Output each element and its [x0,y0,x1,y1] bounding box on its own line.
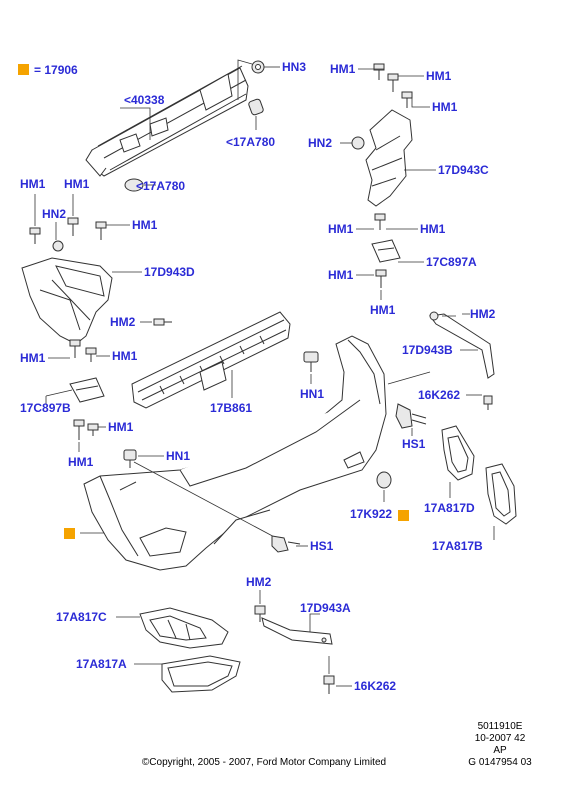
cap-17a780-b [124,178,144,192]
bracket-17d943a [261,617,333,645]
label-hn2-left: HN2 [42,207,66,221]
label-hm1-b: HM1 [426,69,452,83]
label-hm1-l6: HM1 [108,420,134,434]
bumper-cover-marker [64,528,75,539]
label-17a780-a: <17A780 [226,135,275,149]
label-hm1-f: HM1 [328,268,354,282]
screw-hm1-lower-right [375,269,387,288]
reflector-bezel-17a817d [441,425,475,481]
cap-17k922 [376,471,392,489]
grille-17a817c [139,607,229,649]
label-17k922: 17K922 [350,507,392,521]
nut-hn2-left [52,240,64,252]
label-hn2-right: HN2 [308,136,332,150]
label-17a780-b: <17A780 [136,179,185,193]
label-hm2-right: HM2 [470,307,496,321]
label-hs1-right: HS1 [402,437,426,451]
bracket-17c897a [371,239,401,263]
cap-17a780-a [248,98,264,116]
label-hm1-l5: HM1 [112,349,138,363]
label-hs1-mid: HS1 [310,539,334,553]
reinforcement-beam [85,65,249,177]
label-17d943c: 17D943C [438,163,489,177]
label-40338: <40338 [124,93,165,107]
bracket-17d943c [365,109,413,207]
label-17a817b: 17A817B [432,539,483,553]
label-hm2-mid: HM2 [110,315,136,329]
bracket-17d943b [429,311,495,379]
clip-hm2-bottom [254,605,266,622]
bracket-17d943d [21,257,113,345]
footer-code-2: 10-2007 42 [475,733,526,744]
grille-17a817a [161,655,241,693]
footer-code-3: AP [493,745,507,756]
screw-hs1-right [395,403,427,429]
label-hm1-g: HM1 [370,303,396,317]
screw-hn3 [251,60,265,74]
footer-code-1: 5011910E [478,721,523,732]
screws-hm1-bracket-left [73,419,99,440]
clip-hn1-mid [123,449,137,468]
clip-hn1-right [303,351,319,372]
label-17b861: 17B861 [210,401,252,415]
label-17d943a: 17D943A [300,601,351,615]
label-hm1-a: HM1 [330,62,356,76]
screws-hm1-top-left [29,217,107,244]
label-17a817c: 17A817C [56,610,107,624]
label-17c897b: 17C897B [20,401,71,415]
footer-code-4: G 0147954 03 [468,757,532,768]
clip-hm2-mid [153,318,172,326]
label-hm1-e: HM1 [420,222,446,236]
label-hn1-right: HN1 [300,387,324,401]
label-17d943b: 17D943B [402,343,453,357]
label-16k262-right: 16K262 [418,388,460,402]
screws-hm1-bottom-left [69,339,97,362]
screw-hs1-mid [271,535,301,553]
screws-hm1-top-right [373,63,413,108]
screw-hm1-mid-right [374,213,386,230]
label-hm2-bottom: HM2 [246,575,272,589]
label-hm1-l2: HM1 [64,177,90,191]
label-hm1-l3: HM1 [132,218,158,232]
label-hm1-l1: HM1 [20,177,46,191]
label-hn1-mid: HN1 [166,449,190,463]
label-16k262-bottom: 16K262 [354,679,396,693]
nut-hn2-right [351,136,365,150]
label-hm1-c: HM1 [432,100,458,114]
energy-absorber-17b861 [131,311,291,409]
bumper-cover [83,335,387,571]
label-hm1-d: HM1 [328,222,354,236]
footer-copyright: ©Copyright, 2005 - 2007, Ford Motor Comp… [142,757,386,768]
label-hm1-l4: HM1 [20,351,46,365]
label-hn3: HN3 [282,60,306,74]
legend-text: = 17906 [34,63,78,77]
label-17c897a: 17C897A [426,255,477,269]
legend-swatch [18,64,29,75]
reflector-bezel-17a817b [485,463,517,525]
screw-16k262-right [483,395,493,410]
label-17a817d: 17A817D [424,501,475,515]
17k922-marker [398,510,409,521]
label-hm1-l7: HM1 [68,455,94,469]
bracket-17c897b [69,377,105,403]
label-17a817a: 17A817A [76,657,127,671]
label-17d943d: 17D943D [144,265,195,279]
screw-16k262-bottom [323,675,335,694]
